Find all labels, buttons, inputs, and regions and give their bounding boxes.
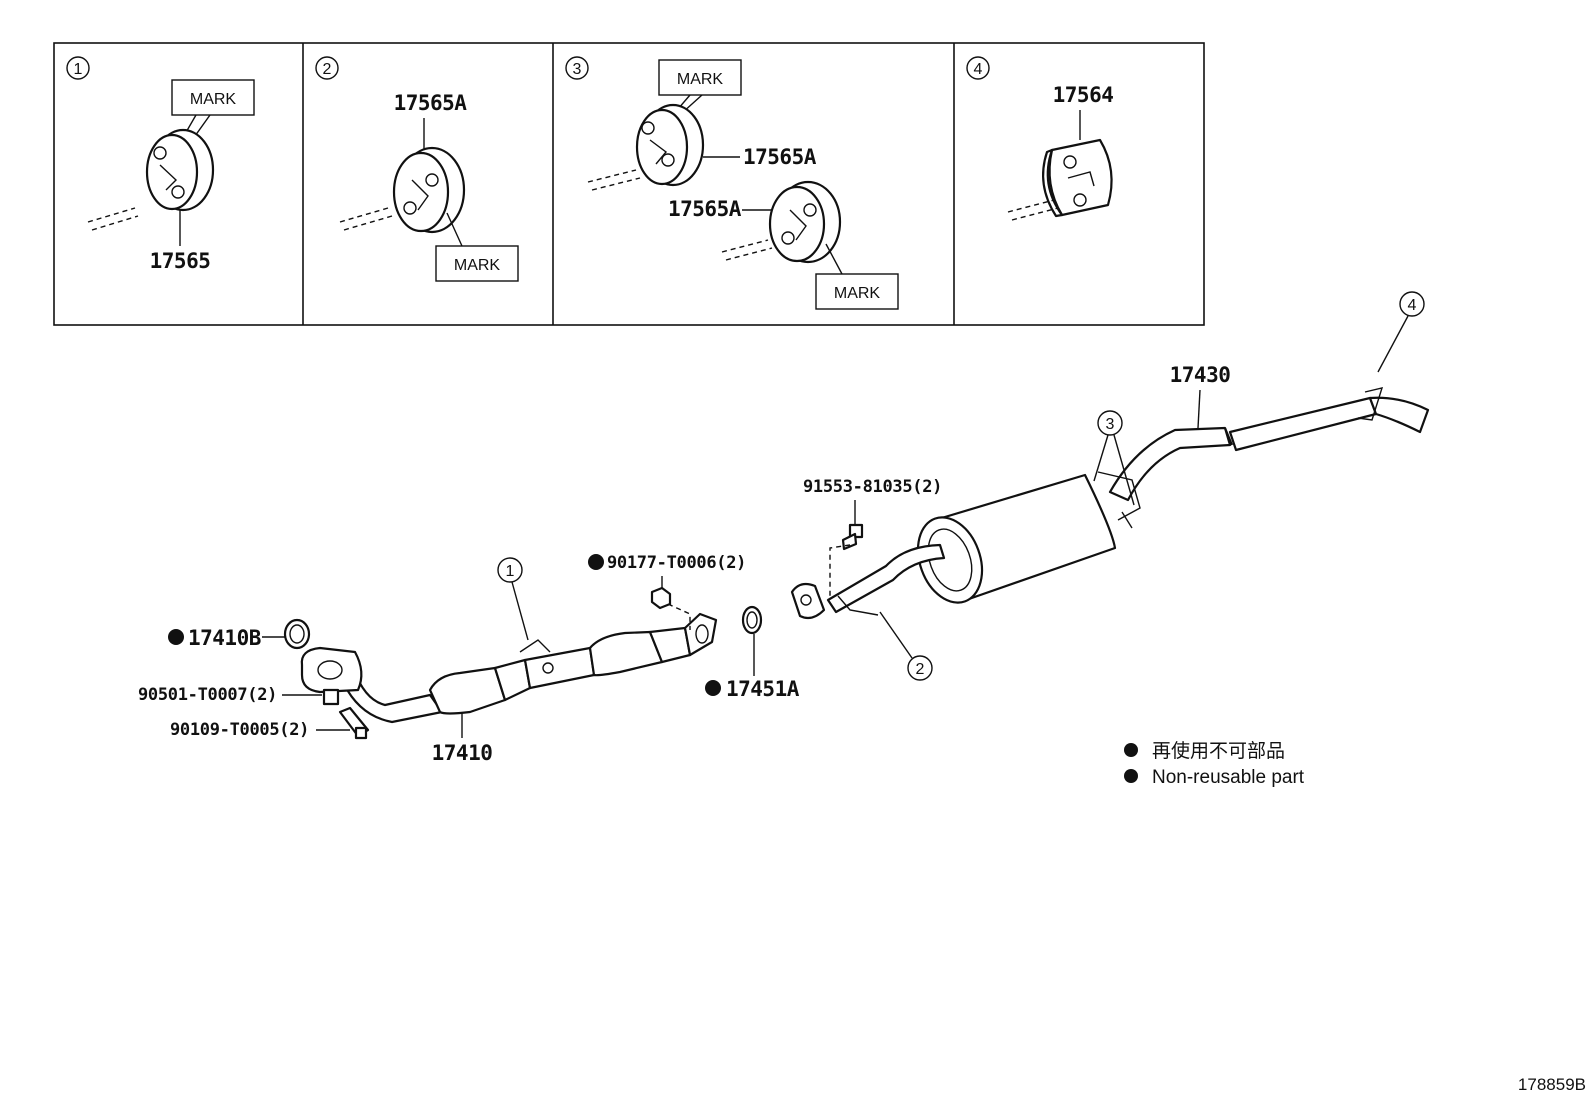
gasket-17451a <box>741 605 763 635</box>
panel-3-mark-box-lower <box>815 273 899 310</box>
bolt-90109-icon <box>338 706 370 740</box>
hanger-17564 <box>1042 138 1113 218</box>
panel-4-index: 4 <box>974 61 983 78</box>
legend-dot-en <box>1124 769 1138 783</box>
callout-2-circle <box>907 655 933 681</box>
panel-2-mark: MARK <box>454 257 501 274</box>
panel-3-mark-lower: MARK <box>834 285 881 302</box>
legend: 再使用不可部品 Non-reusable part <box>1124 740 1305 788</box>
label-90177-T0006: 90177-T0006(2) <box>607 553 746 573</box>
panel-1-part-number: 17565 <box>150 249 211 273</box>
non-reusable-dot-90177 <box>588 554 604 570</box>
panel-3-part-number-upper: 17565A <box>743 145 817 169</box>
hanger-17565a-single <box>392 146 466 234</box>
non-reusable-dot-17451a <box>705 680 721 696</box>
tailpipe-assembly-17430 <box>790 387 1430 620</box>
panel-1-mark: MARK <box>190 91 237 108</box>
muffler-inlet-flange <box>790 582 826 620</box>
callout-1-circle <box>497 557 523 583</box>
label-90501-T0007: 90501-T0007(2) <box>138 685 277 705</box>
panel-2-mark-box <box>435 245 519 282</box>
label-17430: 17430 <box>1170 363 1231 387</box>
panel-1-mark-box <box>171 79 255 116</box>
panel-4: 4 17564 <box>966 56 1114 221</box>
callout-1: 1 <box>506 563 515 580</box>
panel-4-part-number: 17564 <box>1053 83 1114 107</box>
callout-4: 4 <box>1408 297 1417 314</box>
callout-3: 3 <box>1106 416 1115 433</box>
bolt-91553-icon <box>841 523 864 551</box>
panel-3-mark-upper: MARK <box>677 71 724 88</box>
panel-2-index-circle <box>315 56 339 80</box>
figure-id: 178859B <box>1518 1075 1586 1094</box>
panel-2: 2 17565A MARK <box>315 56 519 282</box>
panel-3: 3 MARK 17565A 17565A MARK <box>565 56 899 310</box>
label-17410B: 17410B <box>188 626 261 650</box>
panel-3-mark-box-upper <box>658 59 742 96</box>
label-17410: 17410 <box>432 741 493 765</box>
panel-4-index-circle <box>966 56 990 80</box>
inset-panels-frame <box>53 42 1205 326</box>
panel-2-index: 2 <box>323 61 332 78</box>
panel-3-index: 3 <box>573 61 582 78</box>
callout-2: 2 <box>916 661 925 678</box>
non-reusable-dot-17410b <box>168 629 184 645</box>
callout-3-circle <box>1097 410 1123 436</box>
front-pipe-17410 <box>300 612 718 724</box>
panel-1: 1 MARK 17565 <box>66 56 255 273</box>
legend-dot-jp <box>1124 743 1138 757</box>
legend-en: Non-reusable part <box>1152 767 1305 788</box>
stud-90501-icon <box>322 688 340 706</box>
panel-3-part-number-lower: 17565A <box>668 197 742 221</box>
gasket-17410b <box>283 618 311 650</box>
hanger-17565 <box>145 128 215 212</box>
panel-2-part-number: 17565A <box>394 91 468 115</box>
panel-1-index: 1 <box>74 61 83 78</box>
label-90109-T0005: 90109-T0005(2) <box>170 720 309 740</box>
nut-90177-icon <box>650 586 672 610</box>
panel-1-index-circle <box>66 56 90 80</box>
legend-jp: 再使用不可部品 <box>1152 740 1285 762</box>
hanger-17565a-upper <box>635 103 705 187</box>
label-17451A: 17451A <box>726 677 800 701</box>
panel-3-index-circle <box>565 56 589 80</box>
label-91553-81035: 91553-81035(2) <box>803 477 942 497</box>
callout-4-circle <box>1399 291 1425 317</box>
hanger-17565a-lower <box>768 180 842 264</box>
